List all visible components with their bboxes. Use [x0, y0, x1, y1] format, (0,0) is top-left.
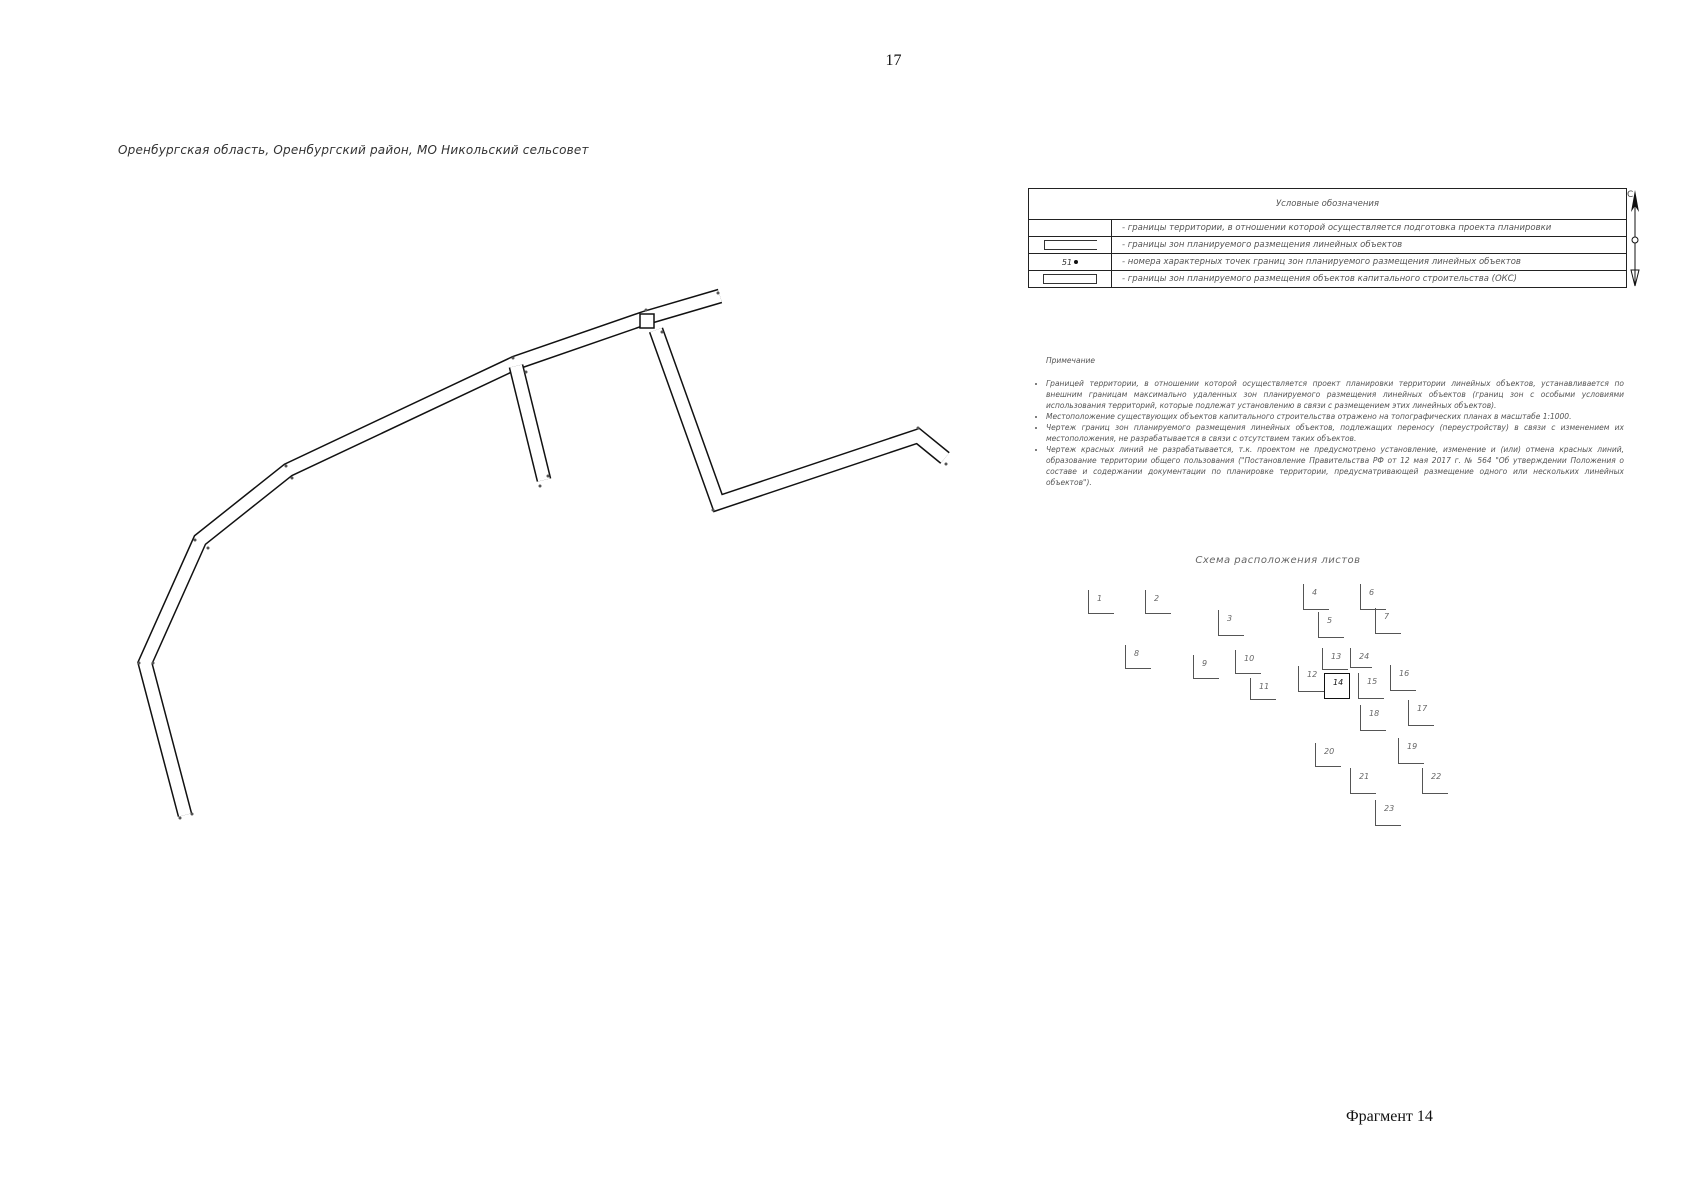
- sheet-tile: 1: [1088, 590, 1114, 614]
- sheet-tile-label: 12: [1307, 670, 1318, 679]
- sheet-tile-label: 18: [1369, 709, 1380, 718]
- north-arrow-icon: [1630, 190, 1640, 287]
- sheet-tile: 9: [1193, 655, 1219, 679]
- north-letter: С: [1627, 190, 1634, 200]
- open-rect-symbol: [1043, 240, 1097, 250]
- sheet-tile-label: 22: [1431, 772, 1442, 781]
- sheet-tile-label: 5: [1327, 616, 1333, 625]
- sheet-tile: 5: [1318, 612, 1344, 638]
- rect-symbol: [1043, 274, 1097, 284]
- legend-table: Условные обозначения - границы территори…: [1028, 188, 1627, 288]
- sheet-tile: 18: [1360, 705, 1386, 731]
- legend-row-text: - границы территории, в отношении которо…: [1122, 223, 1552, 233]
- note-item: Местоположение существующих объектов кап…: [1046, 411, 1624, 422]
- note-item: Чертеж красных линий не разрабатывается,…: [1046, 444, 1624, 488]
- sheet-tile: 16: [1390, 665, 1416, 691]
- branch-corridor-long: [648, 327, 950, 513]
- none-symbol: [1029, 220, 1112, 236]
- sheet-tile: 6: [1360, 584, 1386, 610]
- region-title: Оренбургская область, Оренбургский район…: [118, 143, 589, 157]
- sheet-tile: 22: [1422, 768, 1448, 794]
- sheet-tile: 17: [1408, 700, 1434, 726]
- page-number: 17: [885, 52, 902, 69]
- sheet-tile: 7: [1375, 608, 1401, 634]
- legend-row: - границы территории, в отношении которо…: [1029, 220, 1626, 237]
- main-corridor: [137, 288, 723, 817]
- sheet-tile-label: 6: [1369, 588, 1375, 597]
- legend-title: Условные обозначения: [1029, 189, 1626, 220]
- corridor-map: [137, 288, 950, 820]
- sheet-tile-label: 19: [1407, 742, 1418, 751]
- sheet-tile-active: 14: [1324, 673, 1350, 699]
- sheet-tile: 24: [1350, 648, 1372, 668]
- sheet-tile: 20: [1315, 743, 1341, 767]
- sheet-tile-label: 17: [1417, 704, 1428, 713]
- sheet-tile-label: 8: [1134, 649, 1140, 658]
- sheet-tile: 11: [1250, 678, 1276, 700]
- sheet-tile-label: 20: [1324, 747, 1335, 756]
- fragment-label: Фрагмент 14: [1346, 1108, 1433, 1125]
- oks-zone: [639, 313, 655, 329]
- notes-block: Примечание Границей территории, в отноше…: [1028, 355, 1624, 488]
- characteristic-points: [137, 291, 948, 820]
- note-item: Границей территории, в отношении которой…: [1046, 378, 1624, 411]
- legend-row-text: - границы зон планируемого размещения ли…: [1122, 240, 1403, 250]
- sheet-tile: 13: [1322, 648, 1348, 670]
- legend-row-text: - номера характерных точек границ зон пл…: [1122, 257, 1521, 267]
- sheet-tile-label: 11: [1259, 682, 1270, 691]
- sheet-tile-label: 16: [1399, 669, 1410, 678]
- sheet-tile: 4: [1303, 584, 1329, 610]
- sheet-tile: 19: [1398, 738, 1424, 764]
- sheet-tile: 10: [1235, 650, 1261, 674]
- sheet-tile-label: 7: [1384, 612, 1390, 621]
- sheet-tile-label: 23: [1384, 804, 1395, 813]
- branch-corridor-short: [508, 364, 552, 482]
- sheet-tile-label: 1: [1097, 594, 1103, 603]
- sheet-tile: 15: [1358, 673, 1384, 699]
- scheme-title: Схема расположения листов: [1195, 555, 1361, 566]
- sheet-tile-label: 21: [1359, 772, 1370, 781]
- point-symbol: 51: [1061, 257, 1079, 267]
- note-item: Чертеж границ зон планируемого размещени…: [1046, 422, 1624, 444]
- legend-row: 51 - номера характерных точек границ зон…: [1029, 254, 1626, 271]
- sheet-tile-label: 15: [1367, 677, 1378, 686]
- sheet-tile: 8: [1125, 645, 1151, 669]
- sheet-tile: 12: [1298, 666, 1324, 692]
- sheet-tile-label: 9: [1202, 659, 1208, 668]
- point-symbol-label: 51: [1061, 257, 1073, 267]
- sheet-tile: 21: [1350, 768, 1376, 794]
- legend-row: - границы зон планируемого размещения об…: [1029, 271, 1626, 287]
- sheet-tile-label: 2: [1154, 594, 1160, 603]
- sheet-tile-label: 14: [1333, 678, 1344, 687]
- sheet-tile-label: 4: [1312, 588, 1318, 597]
- sheet-tile-label: 24: [1359, 652, 1370, 661]
- notes-title: Примечание: [1046, 356, 1095, 365]
- legend-row: - границы зон планируемого размещения ли…: [1029, 237, 1626, 254]
- sheet-tile: 2: [1145, 590, 1171, 614]
- legend-row-text: - границы зон планируемого размещения об…: [1122, 274, 1517, 284]
- sheet-tile-label: 13: [1331, 652, 1342, 661]
- sheet-tile-label: 10: [1244, 654, 1255, 663]
- sheet-tile: 23: [1375, 800, 1401, 826]
- sheet-tile-label: 3: [1227, 614, 1233, 623]
- sheet-tile: 3: [1218, 610, 1244, 636]
